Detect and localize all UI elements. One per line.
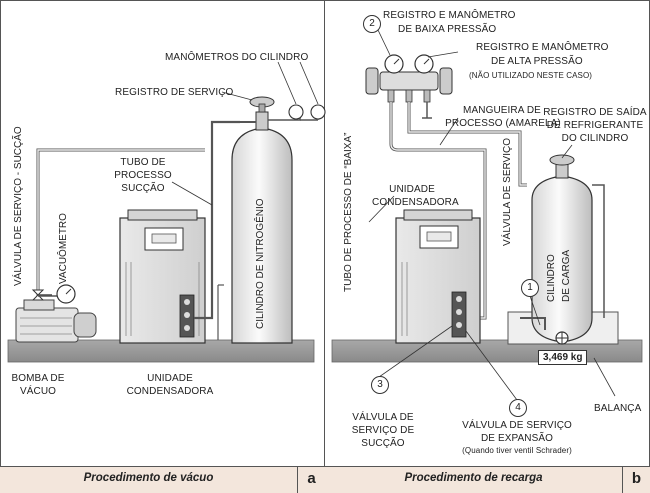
label-unidade-b-2: CONDENSADORA [372,197,459,208]
label-unidade-a-2: CONDENSADORA [126,386,214,397]
label-valvula-succao-1: VÁLVULA DE [352,412,414,423]
label-valvula-succao-2: SERVIÇO DE [351,425,415,436]
condensing-unit-b [395,209,481,344]
label-unidade-a-1: UNIDADE [147,373,193,384]
label-registro-saida-1: REGISTRO DE SAÍDA [543,107,647,118]
panel-b-drawing [331,29,643,401]
label-registro-alta-3: (NÃO UTILIZADO NESTE CASO) [469,71,593,80]
callout-4: 4 [509,399,527,417]
label-vacuometro: VACUÔMETRO [58,213,69,284]
charge-cylinder [531,154,605,343]
label-balanca: BALANÇA [594,403,642,414]
label-mangueira-1: MANGUEIRA DE [463,105,541,116]
callout-2: 2 [363,15,381,33]
callout-3: 3 [371,376,389,394]
vacuum-pump [15,299,97,343]
label-tubo-baixa: TUBO DE PROCESSO DE “BAIXA” [343,132,354,292]
label-registro-baixa-2: DE BAIXA PRESSÃO [398,24,497,35]
label-manometros-cilindro: MANÔMETROS DO CILINDRO [165,52,309,63]
label-valvula-expansao-1: VÁLVULA DE SERVIÇO [462,420,572,431]
panel-letter-a: a [297,467,325,493]
label-valvula-succao-3: SUCÇÃO [361,438,405,449]
panel-a-drawing [7,61,326,363]
cylinder-gauge-2 [310,104,326,120]
label-cilindro-nitrogenio: CILINDRO DE NITROGÊNIO [255,198,266,329]
label-registro-saida-2: DE REFRIGERANTE [546,120,644,131]
nitrogen-cylinder [231,111,293,344]
label-registro-saida-3: DO CILINDRO [561,133,629,144]
label-registro-alta-1: REGISTRO E MANÔMETRO [476,42,609,53]
label-registro-servico: REGISTRO DE SERVIÇO [115,87,234,98]
label-bomba-vacuo-2: VÁCUO [19,386,57,397]
cylinder-gauge-1 [288,104,304,120]
label-registro-alta-2: DE ALTA PRESSÃO [491,56,583,67]
manifold [365,54,453,103]
label-valvula-expansao-3: (Quando tiver ventil Schrader) [462,446,572,455]
label-cilindro-carga-2: DE CARGA [561,249,572,302]
panel-letter-b: b [622,467,650,493]
label-tubo-processo-1: TUBO DE [120,157,166,168]
caption-b: Procedimento de recarga [404,472,543,484]
label-cilindro-carga-1: CILINDRO [546,254,557,302]
label-bomba-vacuo-1: BOMBA DE [11,373,65,384]
label-unidade-b-1: UNIDADE [389,184,435,195]
label-valvula-servico-b: VÁLVULA DE SERVIÇO [502,137,513,246]
panel-divider [324,0,325,492]
label-valvula-expansao-2: DE EXPANSÃO [480,433,554,444]
label-tubo-processo-2: PROCESSO [114,170,172,181]
condensing-unit-a [119,209,206,344]
label-valvula-servico-succao: VÁLVULA DE SERVIÇO - SUCÇÃO [13,126,24,286]
label-registro-baixa-1: REGISTRO E MANÔMETRO [383,10,516,21]
label-mangueira-2: PROCESSO (AMARELA) [445,118,561,129]
caption-bar-a: Procedimento de vácuo a [0,466,325,493]
caption-bar-b: Procedimento de recarga b [325,466,650,493]
callout-1: 1 [521,279,539,297]
caption-a: Procedimento de vácuo [83,472,214,484]
label-tubo-processo-3: SUCÇÃO [121,183,165,194]
scale-reading: 3,469 kg [538,350,588,365]
